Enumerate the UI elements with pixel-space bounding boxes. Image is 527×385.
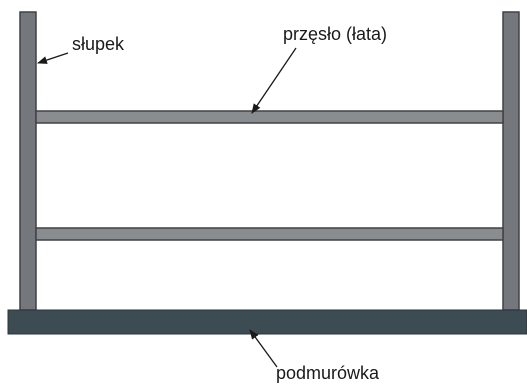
right-post — [502, 11, 520, 311]
lower-rail — [35, 227, 504, 241]
rail-label: przęsło (łata) — [283, 24, 387, 44]
foundation — [7, 309, 527, 335]
post-label: słupek — [72, 34, 125, 54]
foundation-label: podmurówka — [276, 363, 380, 383]
left-post — [19, 11, 37, 311]
post-arrow — [37, 52, 69, 64]
upper-rail — [35, 110, 504, 124]
foundation-arrow — [249, 329, 278, 368]
rail-arrow — [251, 47, 297, 114]
